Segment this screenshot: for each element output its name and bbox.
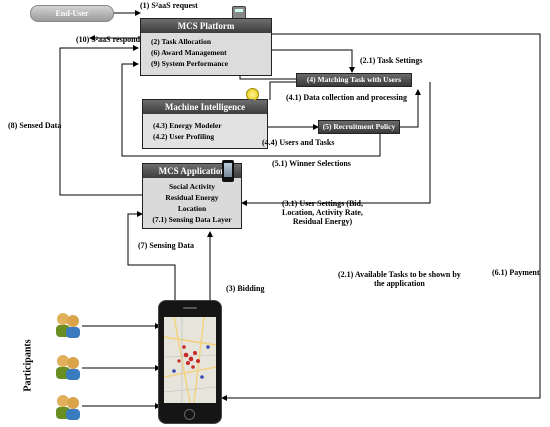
- recruitment-box: (5) Recruitment Policy: [318, 120, 400, 134]
- phone-small-icon: [222, 160, 234, 182]
- arrow-payment: [221, 33, 541, 401]
- arrow-available-tasks: [241, 82, 431, 206]
- mcs-app-box: MCS Application Social Activity Residual…: [142, 163, 242, 229]
- label-sensing-data: (7) Sensing Data: [138, 241, 195, 250]
- label-task-settings: (2.1) Task Settings: [360, 56, 423, 65]
- home-button: [184, 409, 195, 420]
- label-available-tasks: (2.1) Available Tasks to be shown by the…: [338, 270, 461, 289]
- label-user-settings: (3.1) User Settings (Bid, Location, Acti…: [282, 199, 363, 227]
- mcs-platform-box: MCS Platform (2) Task Allocation (6) Awa…: [140, 18, 272, 76]
- arrow-sensed-data: [59, 45, 142, 196]
- matching-box: (4) Matching Task with Users: [296, 73, 412, 87]
- arrow-task-settings: [272, 49, 355, 73]
- app-item: (7.1) Sensing Data Layer: [152, 215, 232, 224]
- recruitment-title: (5) Recruitment Policy: [322, 122, 396, 131]
- end-user-node: End-User: [30, 5, 114, 22]
- platform-item: (2) Task Allocation: [151, 37, 212, 46]
- bulb-base: [249, 99, 254, 103]
- mcs-app-title: MCS Application: [143, 164, 241, 178]
- label-sensed-data: (8) Sensed Data: [8, 121, 62, 130]
- end-user-label: End-User: [55, 9, 89, 18]
- mi-item: (4.2) User Profiling: [153, 132, 215, 141]
- smartphone-icon: [158, 300, 222, 424]
- participant-group-icon: [54, 310, 82, 338]
- matching-title: (4) Matching Task with Users: [306, 75, 402, 84]
- label-bidding: (3) Bidding: [226, 284, 265, 293]
- map-graphic: [164, 317, 216, 403]
- mi-item: (4.3) Energy Modeler: [153, 121, 222, 130]
- app-item: Social Activity: [168, 182, 216, 191]
- phone-speaker: [183, 307, 197, 309]
- app-item: Location: [177, 204, 207, 213]
- mi-title: Machine Intelligence: [143, 100, 267, 114]
- machine-intelligence-box: Machine Intelligence (4.3) Energy Modele…: [142, 99, 268, 149]
- label-payment: (6.1) Payment: [492, 268, 540, 277]
- label-winner: (5.1) Winner Selections: [272, 159, 351, 168]
- participants-text: Participants: [22, 339, 34, 392]
- label-data-collection: (4.1) Data collection and processing: [286, 93, 407, 102]
- mcs-platform-title: MCS Platform: [141, 19, 271, 33]
- platform-item: (9) System Performance: [151, 59, 229, 68]
- arrow-winner: [121, 61, 381, 157]
- arrow-matching-mi: [269, 81, 296, 100]
- label-request: (1) S²aaS request: [140, 1, 198, 10]
- map-screen: [164, 317, 216, 403]
- participants-label: Participants: [23, 316, 34, 416]
- label-users-tasks: (4.4) Users and Tasks: [262, 138, 335, 147]
- participant-group-icon: [54, 352, 82, 380]
- label-respond: (10) S²aaS respond: [76, 35, 141, 44]
- arrow-sensing-data: [127, 211, 176, 300]
- arrow-recruit-matching: [400, 89, 421, 128]
- participant-group-icon: [54, 392, 82, 420]
- platform-item: (6) Award Management: [151, 48, 227, 57]
- app-item: Residual Energy: [165, 193, 219, 202]
